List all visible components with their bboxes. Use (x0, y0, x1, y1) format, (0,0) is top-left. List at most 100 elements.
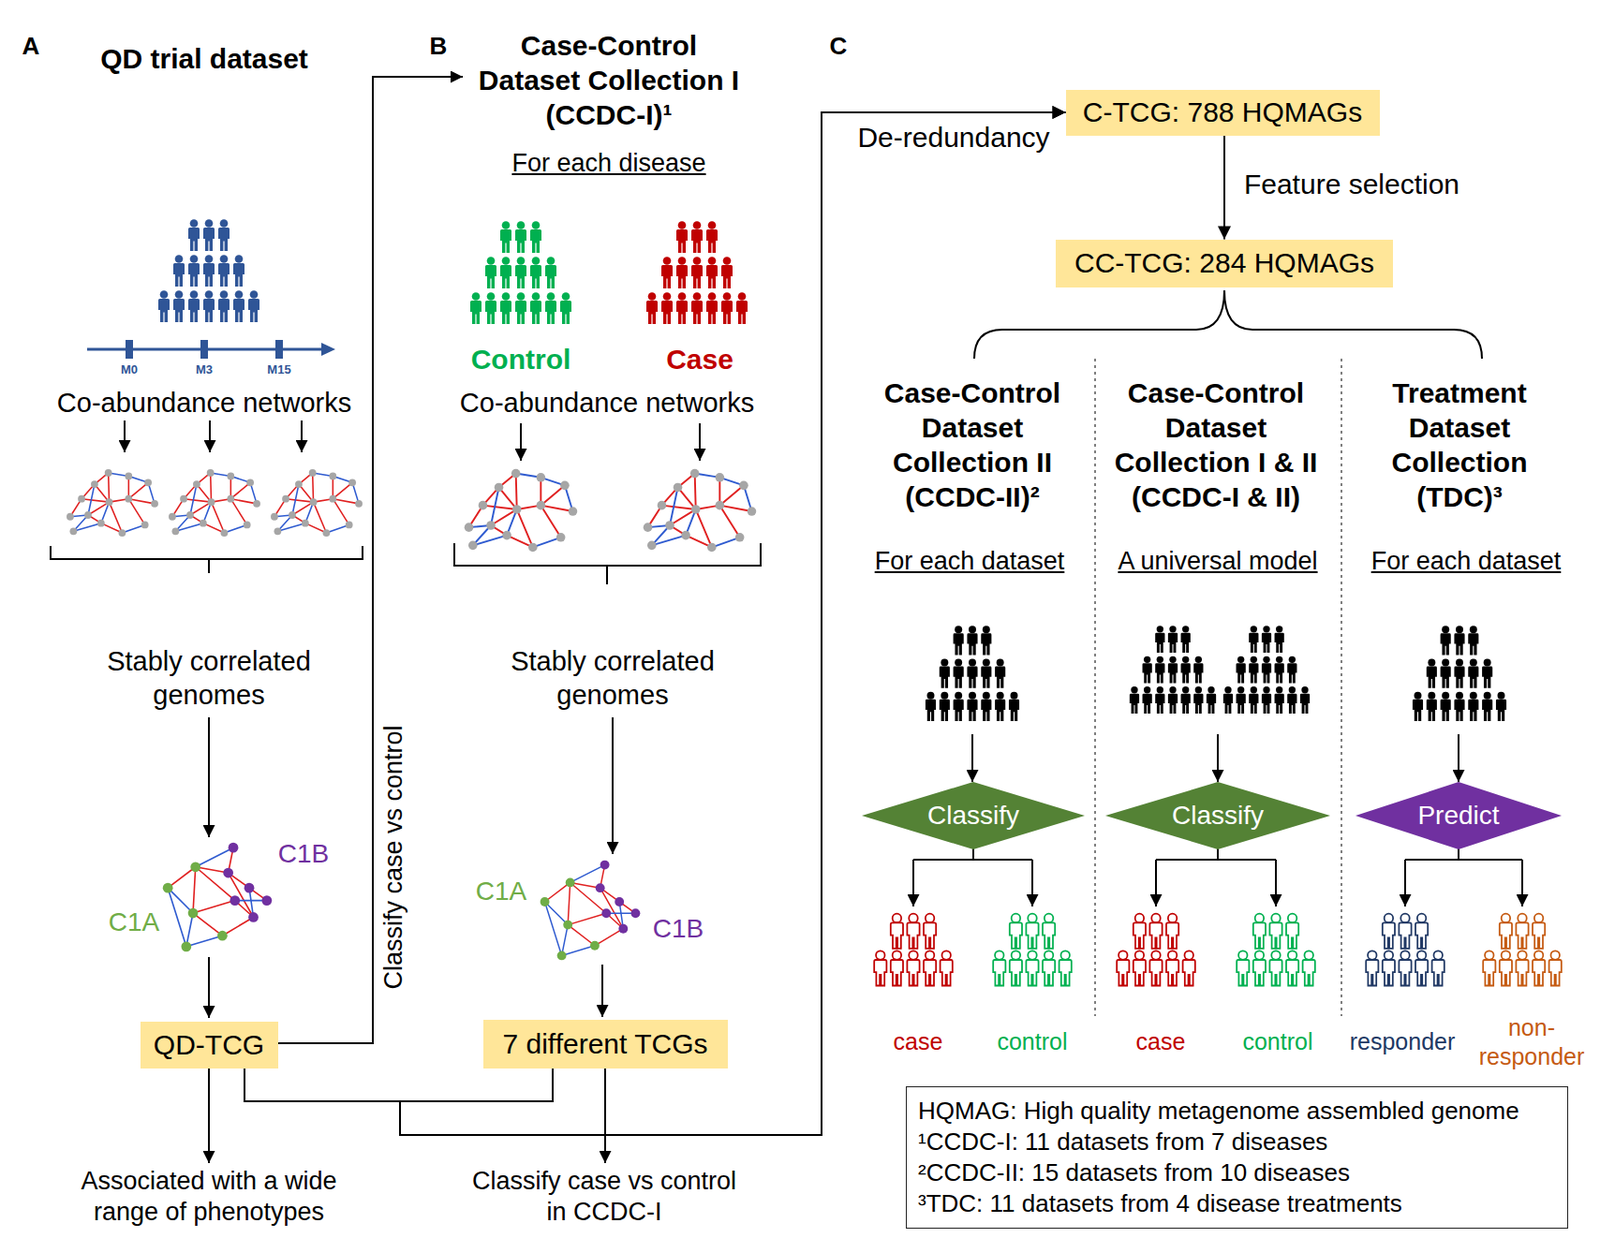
people-group (1412, 625, 1507, 722)
decision-diamond: Classify (861, 782, 1085, 850)
network (66, 469, 159, 537)
arrow (207, 957, 210, 1019)
edge-note: Classify case vs control (378, 725, 410, 990)
network (643, 469, 757, 553)
label-slot: C1B (652, 913, 704, 946)
people-group (1129, 625, 1216, 714)
label-slot: case (893, 1027, 944, 1057)
subheading: For each dataset (1371, 546, 1562, 578)
bracket (454, 543, 761, 585)
label-slot: B (429, 30, 448, 61)
process-box: CC-TCG: 284 HQMAGs (1055, 239, 1393, 288)
arrow (207, 1068, 210, 1164)
diamond-outline (861, 782, 1085, 850)
label-slot: De-redundancy (857, 119, 1050, 155)
label-slot: Case-Control Dataset Collection I & II (… (1106, 375, 1327, 515)
column-title: Treatment Dataset Collection (TDC)³ (1351, 375, 1568, 515)
label-slot: C1A (108, 906, 160, 939)
node-text: ¹CCDC-I: 11 datasets from 7 diseases (918, 1126, 1328, 1158)
outcome-label: control (996, 1027, 1067, 1057)
arrow (1521, 859, 1524, 907)
people-group (470, 221, 572, 325)
panel-letter: C (829, 30, 848, 61)
label-slot: control (996, 1027, 1067, 1057)
arrow (123, 420, 126, 453)
arrow (601, 964, 604, 1018)
label-slot: case (1136, 1027, 1186, 1057)
label-slot: Feature selection (1244, 166, 1460, 202)
arrow (278, 76, 463, 1044)
node-text: CC-TCG: 284 HQMAGs (1074, 246, 1375, 281)
node-text: Predict (1417, 799, 1499, 833)
connector (244, 105, 1067, 1136)
step-label: Stably correlated genomes (91, 644, 326, 712)
group-label: Control (471, 341, 572, 377)
outcome-label: control (1242, 1027, 1313, 1057)
timeline-arrowhead (321, 342, 336, 356)
connector-line (400, 112, 1067, 1136)
label-slot: Treatment Dataset Collection (TDC)³ (1351, 375, 1568, 515)
edge-label: Feature selection (1244, 166, 1460, 202)
arrow (604, 1068, 607, 1164)
arrowhead (1217, 226, 1231, 240)
outcome-label: case (893, 1027, 944, 1057)
bracket (974, 290, 1482, 359)
outcome-label: non-responder (1470, 1013, 1593, 1072)
outcome-label: responder (1349, 1027, 1456, 1057)
label-slot: C (829, 30, 848, 61)
process-box: QD-TCG (140, 1022, 279, 1069)
cluster-label: C1A (108, 906, 160, 939)
node-text: 7 different TCGs (503, 1027, 709, 1062)
label-slot: Stably correlated genomes (91, 644, 326, 712)
connector-line (1223, 135, 1226, 240)
people-group (158, 219, 260, 323)
people-group (646, 221, 748, 325)
people-outline-group (1482, 914, 1562, 987)
step-label: Co-abundance networks (459, 385, 755, 420)
time-point: M15 (266, 362, 291, 378)
label-slot: Case-Control Dataset Collection I (CCDC-… (473, 28, 745, 133)
label-slot: A (22, 30, 41, 61)
network (464, 469, 578, 553)
connector (400, 105, 1067, 1136)
process-box: C-TCG: 788 HQMAGs (1066, 89, 1380, 136)
time-tick (275, 340, 283, 359)
label-slot: Stably correlated genomes (495, 644, 730, 712)
bracket (50, 546, 363, 574)
people-outline-group (1116, 914, 1196, 987)
cluster-network (162, 843, 272, 952)
time-tick (125, 340, 134, 359)
label-slot: M0 (120, 362, 138, 378)
node-text: Classify (927, 799, 1020, 833)
people-outline-group (1236, 914, 1316, 987)
panel-letter: A (22, 30, 41, 61)
people-outline-group (992, 914, 1072, 987)
label-slot: QD trial dataset (100, 41, 309, 76)
group-label: Case (666, 341, 734, 377)
step-label: Co-abundance networks (57, 385, 352, 420)
arrow (1404, 859, 1407, 907)
arrow (207, 717, 210, 838)
label-slot: M15 (266, 362, 291, 378)
arrow (1155, 859, 1157, 907)
node-text: QD-TCG (153, 1028, 265, 1063)
label-slot: For each dataset (874, 546, 1066, 578)
separator (1340, 358, 1343, 1017)
arrowhead (1052, 105, 1067, 119)
label-slot: Co-abundance networks (57, 385, 352, 420)
outcome-label: Classify case vs control in CCDC-I (467, 1166, 741, 1229)
time-tick (200, 340, 208, 359)
time-point: M0 (120, 362, 138, 378)
panel-title: QD trial dataset (100, 41, 309, 76)
label-slot: For each disease (511, 148, 706, 179)
label-slot: C1B (278, 838, 329, 871)
subheading: For each disease (511, 148, 706, 179)
outcome-label: case (1136, 1027, 1186, 1057)
arrow (611, 717, 614, 855)
arrow (208, 420, 211, 453)
people-group (925, 625, 1020, 722)
network (168, 469, 261, 537)
label-slot: M3 (195, 362, 213, 378)
network (270, 469, 363, 537)
